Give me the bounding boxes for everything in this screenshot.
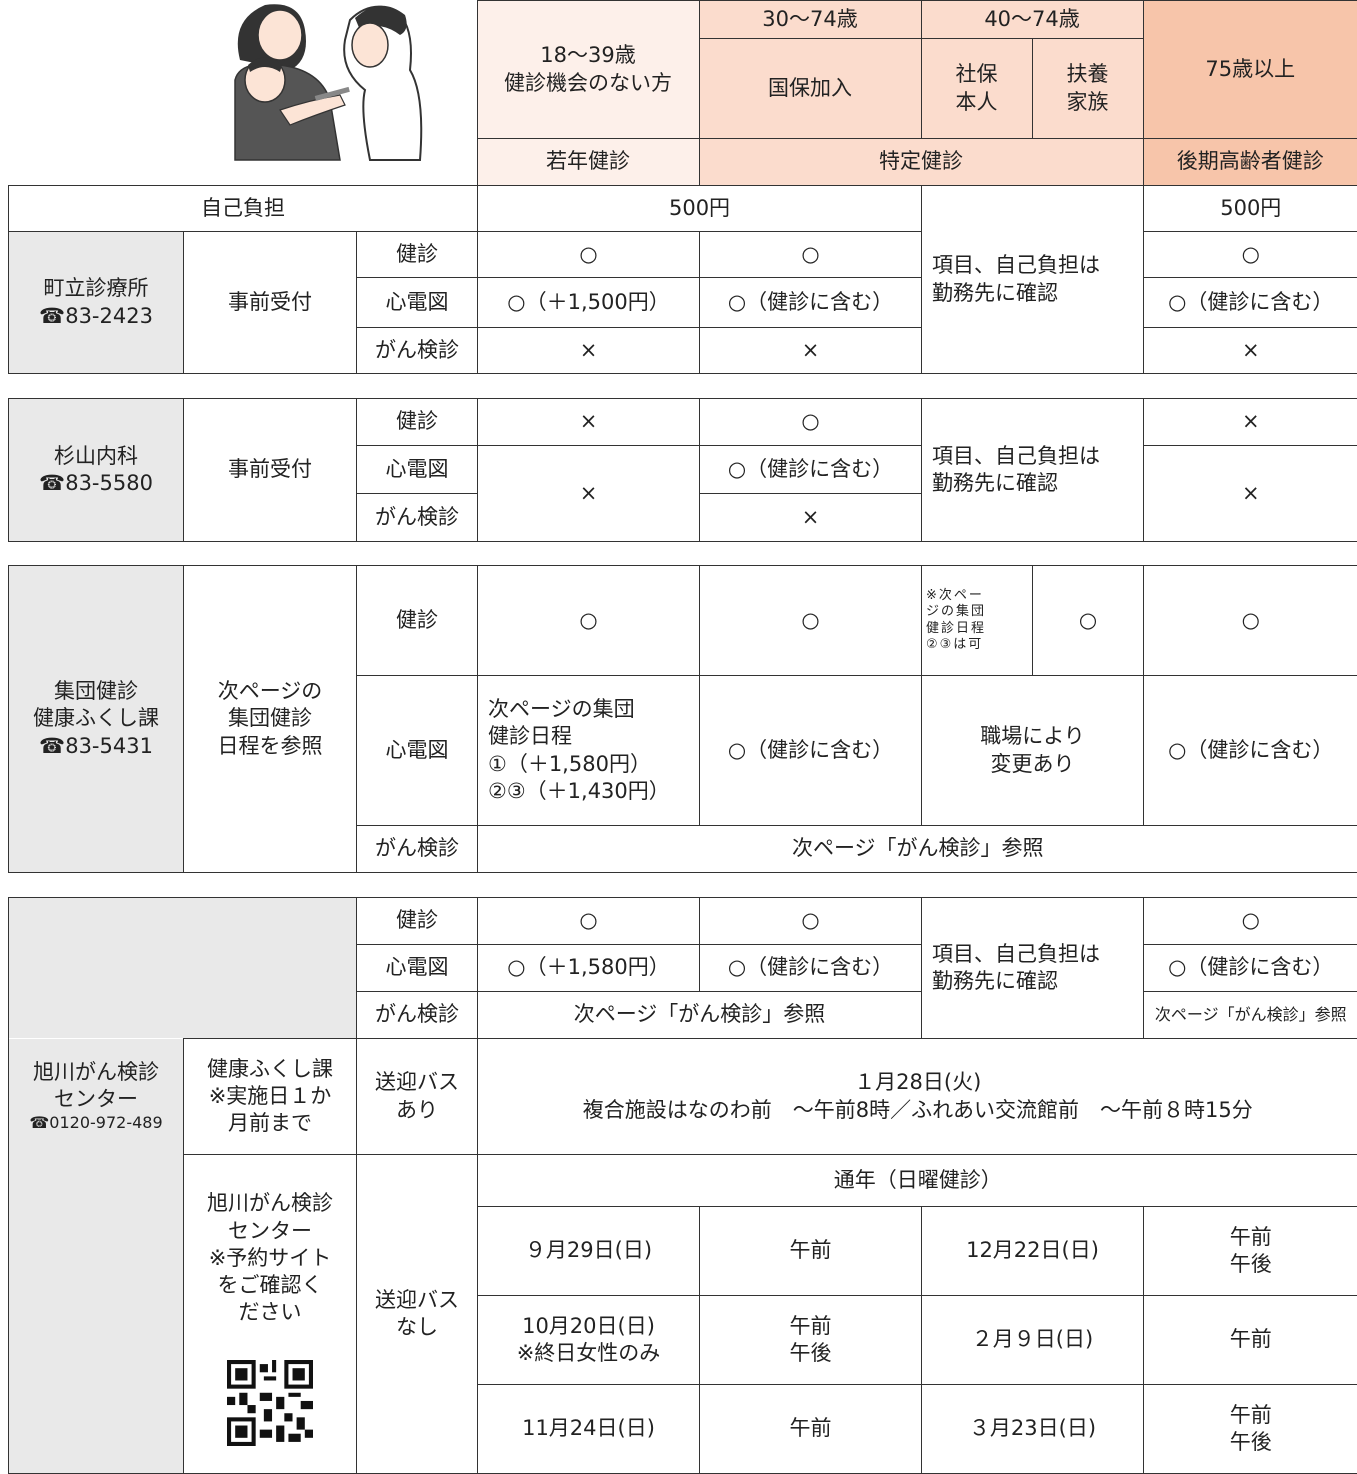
prog-young: 若年健診 xyxy=(477,139,699,186)
ecg-young: ○（＋1,500円） xyxy=(478,278,700,328)
see-cancer: 次ページ「がん検診」参照 xyxy=(478,992,922,1039)
mark: × xyxy=(478,399,700,446)
mark: ○ xyxy=(1033,566,1144,676)
mark: × xyxy=(1144,446,1357,542)
sched-time: 午前 午後 xyxy=(1144,1384,1357,1473)
sched-time: 午前 xyxy=(1144,1296,1357,1385)
mark: × xyxy=(700,328,922,374)
col-fuyou-header: 扶養 家族 xyxy=(1032,39,1143,139)
see-cancer-small: 次ページ「がん検診」参照 xyxy=(1144,992,1357,1039)
sched-time: 午前 xyxy=(700,1384,922,1473)
mark: × xyxy=(700,494,922,542)
clinic4-table: 健診 ○ ○ 項目、自己負担は 勤務先に確認 ○ 心電図 ○（＋1,580円） … xyxy=(8,897,1357,1474)
bus-no: 送迎バス なし xyxy=(357,1155,478,1474)
prog-tokutei: 特定健診 xyxy=(699,139,1143,186)
mark: × xyxy=(478,328,700,374)
clinic4-name: 旭川がん検診 センター xyxy=(9,1059,183,1114)
row-cancer: がん検診 xyxy=(357,494,478,542)
mark: ○ xyxy=(478,898,700,945)
mark: ○ xyxy=(478,232,700,278)
ecg-kokuho: ○（健診に含む） xyxy=(700,945,922,992)
row-ecg: 心電図 xyxy=(357,446,478,494)
self-org: 旭川がん検診 センター ※予約サイト をご確認く ださい xyxy=(184,1190,356,1326)
shaho-note-group: ※次ペー ジの集団 健診日程 ②③は可 xyxy=(922,566,1033,676)
row-kenshin: 健診 xyxy=(357,566,478,676)
row-ecg: 心電図 xyxy=(357,945,478,992)
clinic2-name: 杉山内科 ☎83-5580 xyxy=(9,399,184,542)
year-round: 通年（日曜健診） xyxy=(478,1155,1357,1207)
mark: × xyxy=(1144,399,1357,446)
row-cancer: がん検診 xyxy=(357,826,478,873)
see-cancer: 次ページ「がん検診」参照 xyxy=(478,826,1357,873)
ecg-kokuho: ○（健診に含む） xyxy=(700,446,922,494)
sched-time: 午前 午後 xyxy=(1144,1207,1357,1296)
mark: ○ xyxy=(1144,566,1357,676)
ecg-young: ○（＋1,580円） xyxy=(478,945,700,992)
row-cancer: がん検診 xyxy=(357,992,478,1039)
col-30-74-header: 30〜74歳 xyxy=(699,1,921,39)
row-kenshin: 健診 xyxy=(357,898,478,945)
mark: ○ xyxy=(700,898,922,945)
clinic1-name: 町立診療所 ☎83-2423 xyxy=(9,232,184,374)
sched-date: ２月９日(日) xyxy=(922,1296,1144,1385)
shokuba-note: 職場により 変更あり xyxy=(922,676,1144,826)
ecg-kouki: ○（健診に含む） xyxy=(1144,676,1357,826)
ecg-kokuho: ○（健診に含む） xyxy=(700,278,922,328)
qr-code-icon[interactable] xyxy=(227,1360,313,1446)
mark: ○ xyxy=(1144,898,1357,945)
ecg-kouki: ○（健診に含む） xyxy=(1144,278,1357,328)
col-75-header: 75歳以上 xyxy=(1143,1,1357,139)
bus-date: １月28日(火) xyxy=(478,1069,1357,1096)
sched-date: 10月20日(日) ※終日女性のみ xyxy=(478,1296,700,1385)
mark: ○ xyxy=(1144,232,1357,278)
mark: × xyxy=(1144,328,1357,374)
col-young-header: 18〜39歳 健診機会のない方 xyxy=(477,1,699,139)
clinic2-reception: 事前受付 xyxy=(184,399,357,542)
row-ecg: 心電図 xyxy=(357,676,478,826)
mark: × xyxy=(478,446,700,542)
shaho-note: 項目、自己負担は 勤務先に確認 xyxy=(922,443,1143,498)
self-pay-label: 自己負担 xyxy=(9,186,478,232)
mark: ○ xyxy=(700,232,922,278)
header-table: 18〜39歳 健診機会のない方 30〜74歳 40〜74歳 75歳以上 国保加入… xyxy=(8,0,1357,186)
clinic3-name: 集団健診 健康ふくし課 ☎83-5431 xyxy=(9,566,184,873)
sched-date: 11月24日(日) xyxy=(478,1384,700,1473)
self-pay-kouki: 500円 xyxy=(1144,186,1357,232)
clinic4-phone: ☎0120-972-489 xyxy=(9,1113,183,1134)
clinic3-table: 集団健診 健康ふくし課 ☎83-5431 次ページの 集団健診 日程を参照 健診… xyxy=(8,565,1357,873)
sched-date: 12月22日(日) xyxy=(922,1207,1144,1296)
sched-date: ３月23日(日) xyxy=(922,1384,1144,1473)
ecg-kokuho: ○（健診に含む） xyxy=(700,676,922,826)
self-pay-cost: 500円 xyxy=(478,186,922,232)
shaho-note: 項目、自己負担は 勤務先に確認 xyxy=(922,252,1143,307)
col-40-74-header: 40〜74歳 xyxy=(921,1,1143,39)
clinic2-table: 杉山内科 ☎83-5580 事前受付 健診 × ○ 項目、自己負担は 勤務先に確… xyxy=(8,398,1357,542)
row-cancer: がん検診 xyxy=(357,328,478,374)
sched-time: 午前 午後 xyxy=(700,1296,922,1385)
mark: ○ xyxy=(478,566,700,676)
ecg-young: 次ページの集団 健診日程 ①（＋1,580円） ②③（＋1,430円） xyxy=(478,676,700,826)
row-kenshin: 健診 xyxy=(357,232,478,278)
clinic1-table: 自己負担 500円 項目、自己負担は 勤務先に確認 500円 町立診療所 ☎83… xyxy=(8,185,1357,374)
sched-date: ９月29日(日) xyxy=(478,1207,700,1296)
clinic1-reception: 事前受付 xyxy=(184,232,357,374)
clinic3-reception: 次ページの 集団健診 日程を参照 xyxy=(184,566,357,873)
row-kenshin: 健診 xyxy=(357,399,478,446)
bus-yes: 送迎バス あり xyxy=(357,1039,478,1155)
sched-time: 午前 xyxy=(700,1207,922,1296)
prog-kouki: 後期高齢者健診 xyxy=(1143,139,1357,186)
mark: ○ xyxy=(700,566,922,676)
shaho-note: 項目、自己負担は 勤務先に確認 xyxy=(922,941,1143,996)
bus-stops: 複合施設はなのわ前 〜午前8時／ふれあい交流館前 〜午前８時15分 xyxy=(478,1097,1357,1124)
bus-org: 健康ふくし課 ※実施日１か 月前まで xyxy=(184,1039,357,1155)
ecg-kouki: ○（健診に含む） xyxy=(1144,945,1357,992)
mark: ○ xyxy=(700,399,922,446)
col-shaho-header: 社保 本人 xyxy=(921,39,1032,139)
col-kokuho-header: 国保加入 xyxy=(699,39,921,139)
row-ecg: 心電図 xyxy=(357,278,478,328)
